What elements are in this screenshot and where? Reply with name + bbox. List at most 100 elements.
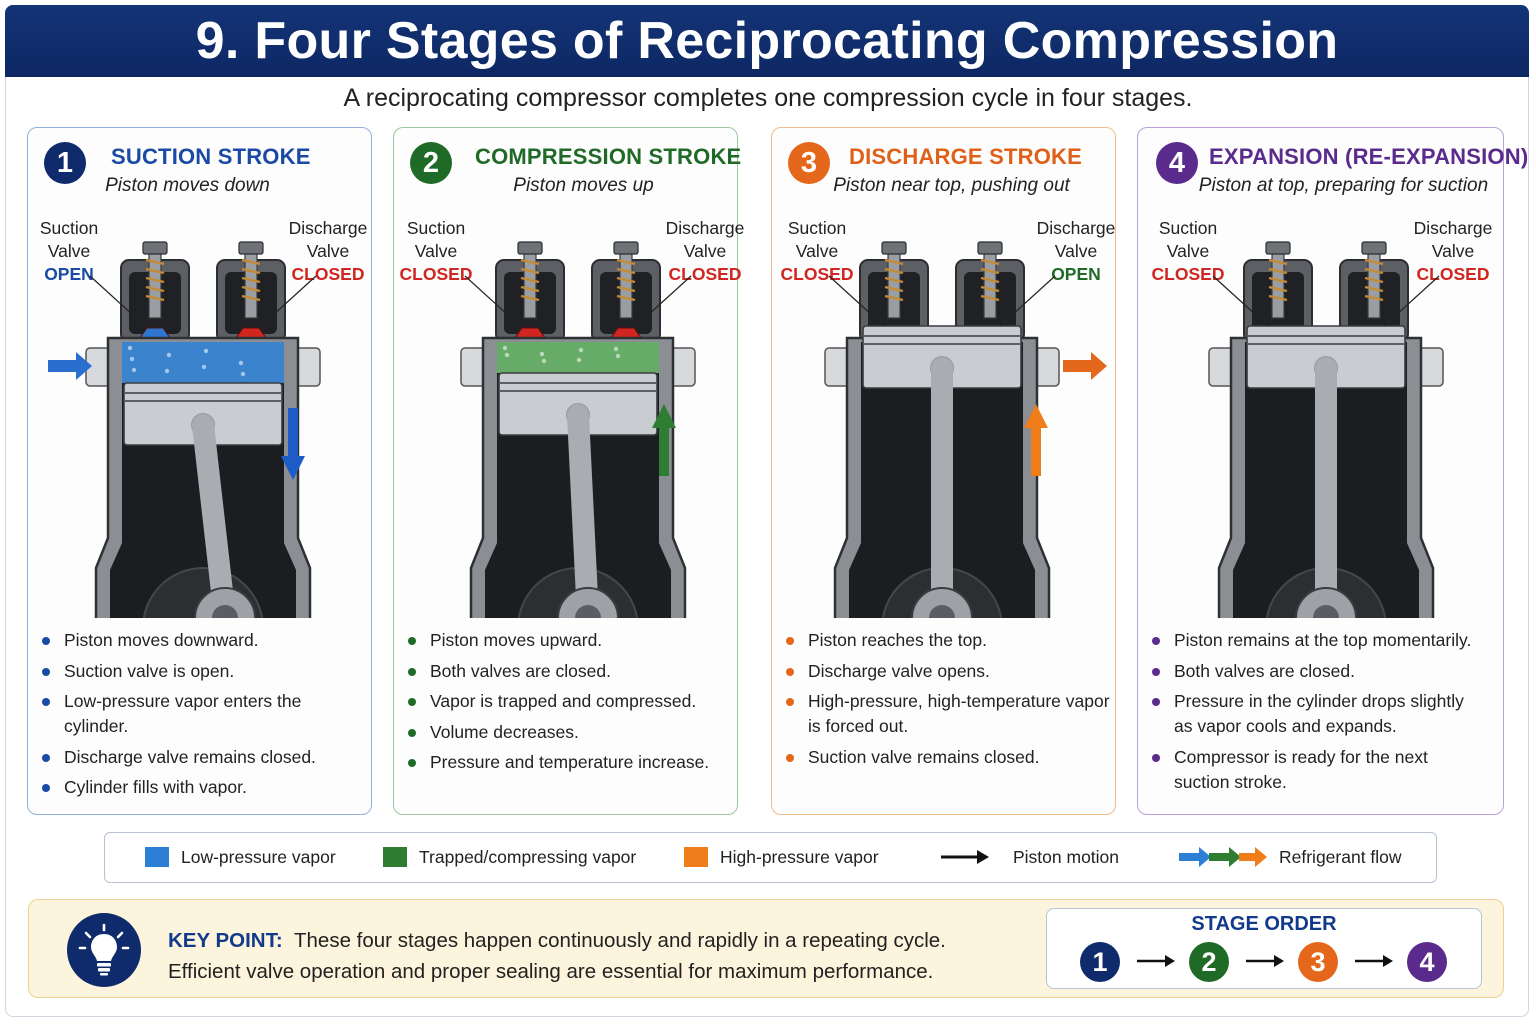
list-item: Low-pressure vapor enters the cylinder. [40, 689, 370, 739]
valve-spring [616, 267, 636, 275]
suction-valve-leader-line [828, 275, 885, 327]
valve-spring [520, 258, 540, 266]
valve-spring [884, 294, 904, 302]
piston-motion-arrowhead [281, 456, 305, 480]
stage-subtitle: Piston moves down [105, 175, 270, 196]
discharge-valve-leader-line [635, 275, 692, 327]
valve-spring [616, 294, 636, 302]
crank-bearing [212, 605, 238, 618]
discharge-valve-state: CLOSED [291, 264, 365, 284]
valve-stem [148, 247, 162, 319]
valve-spring [1268, 285, 1288, 293]
crank-pin [557, 587, 619, 618]
valve-stem [523, 247, 537, 319]
refrigerant-flow-in-arrow [48, 360, 78, 372]
vapor-fill [122, 342, 284, 383]
valve-spring [1364, 294, 1384, 302]
stage-bullet-list: Piston moves downward. Suction valve is … [40, 628, 370, 806]
piston-motion-arrowhead [652, 404, 676, 428]
stage-panel-discharge: 3 DISCHARGE STROKE Piston near top, push… [771, 127, 1116, 815]
valve-stem [983, 247, 997, 319]
orange-swatch [684, 847, 708, 867]
stage-order-badge-2: 2 [1189, 942, 1229, 982]
crank-pin [911, 587, 973, 618]
vapor-particle [164, 368, 170, 374]
piston-motion-arrow [659, 426, 669, 476]
arrow-right-icon [1355, 955, 1393, 967]
list-item: Cylinder fills with vapor. [40, 775, 370, 800]
stage-number-badge: 1 [44, 142, 86, 184]
key-point-label: KEY POINT: [168, 929, 283, 952]
vapor-particle [127, 345, 133, 351]
stage-number-badge: 3 [788, 142, 830, 184]
refrigerant-flow-out-arrowhead [1091, 352, 1107, 380]
vapor-particle [576, 357, 582, 363]
discharge-valve-leader-line [260, 275, 317, 327]
valve-spring [145, 285, 165, 293]
valve-spring [884, 276, 904, 284]
valve-spring [1268, 294, 1288, 302]
discharge-valve-label: Discharge Valve CLOSED [660, 217, 750, 286]
valve-spring [145, 258, 165, 266]
valve-cap [517, 241, 543, 255]
arrow-right-icon [1246, 955, 1284, 967]
valve-spring [980, 267, 1000, 275]
valve-stem [1367, 247, 1381, 319]
vapor-particle [240, 371, 246, 377]
valve-cap [613, 241, 639, 255]
discharge-valve-leader-line [1383, 275, 1440, 327]
list-item: High-pressure, high-temperature vapor is… [784, 689, 1114, 739]
valve-spring [241, 267, 261, 275]
suction-valve-state: CLOSED [399, 264, 473, 284]
list-item: Piston moves downward. [40, 628, 370, 653]
list-item: Discharge valve remains closed. [40, 745, 370, 770]
crank-pin [1295, 587, 1357, 618]
stage-title: DISCHARGE STROKE [849, 144, 1082, 169]
crank-pin [194, 587, 256, 618]
key-point-text: KEY POINT: These four stages happen cont… [168, 929, 946, 983]
crank-bearing [575, 605, 601, 618]
legend-item-refrigerant-flow: Refrigerant flow [1177, 833, 1402, 881]
suction-valve-label: Suction Valve CLOSED [1143, 217, 1233, 286]
refrigerant-flow-in-arrowhead [76, 352, 92, 380]
valve-stem [244, 247, 258, 319]
stage-order-badge-3: 3 [1298, 942, 1338, 982]
valve-spring [616, 258, 636, 266]
stage-subtitle: Piston moves up [513, 175, 654, 196]
discharge-valve-label: Discharge Valve CLOSED [1408, 217, 1498, 286]
valve-stem [619, 247, 633, 319]
valve-spring [145, 276, 165, 284]
discharge-valve-state: CLOSED [668, 264, 742, 284]
valve-spring [616, 276, 636, 284]
suction-valve-leader-line [464, 275, 521, 327]
discharge-valve-label: Discharge Valve CLOSED [283, 217, 373, 286]
list-item: Volume decreases. [406, 720, 736, 745]
valve-spring [884, 285, 904, 293]
valve-spring [241, 294, 261, 302]
title-banner: 9. Four Stages of Reciprocating Compress… [5, 5, 1529, 77]
stage-bullet-list: Piston remains at the top momentarily. B… [1150, 628, 1480, 800]
suction-valve-label: Suction Valve CLOSED [772, 217, 862, 286]
stage-title: COMPRESSION STROKE [475, 144, 742, 169]
connecting-rod [567, 404, 599, 618]
vapor-particle [203, 348, 209, 354]
legend-item-piston-motion: Piston motion [939, 833, 1119, 881]
piston-motion-arrowhead [1024, 404, 1048, 428]
valve-stem [887, 247, 901, 319]
page-subtitle: A reciprocating compressor completes one… [343, 84, 1193, 112]
valve-stem [1271, 247, 1285, 319]
valve-spring [616, 285, 636, 293]
valve-spring [145, 294, 165, 302]
vapor-particle [578, 347, 584, 353]
vapor-particle [166, 352, 172, 358]
lightbulb-icon [67, 913, 141, 987]
valve-spring [241, 276, 261, 284]
stage-panel-compression: 2 COMPRESSION STROKE Piston moves up Suc… [393, 127, 744, 815]
list-item: Piston remains at the top momentarily. [1150, 628, 1480, 653]
stage-bullet-list: Piston moves upward. Both valves are clo… [406, 628, 736, 781]
valve-cap [238, 241, 264, 255]
arrow-right-icon [1137, 955, 1175, 967]
vapor-particle [502, 345, 508, 351]
valve-spring [980, 285, 1000, 293]
vapor-particle [238, 360, 244, 366]
